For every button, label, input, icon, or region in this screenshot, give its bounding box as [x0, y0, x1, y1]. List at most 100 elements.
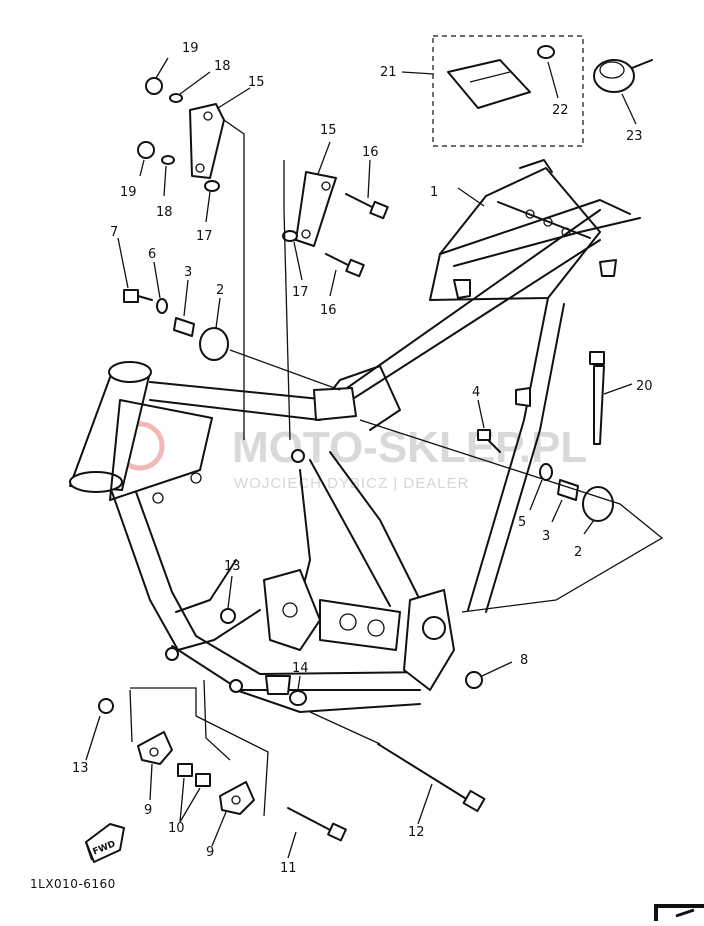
guide-line	[229, 349, 341, 391]
nut-13-lower	[98, 698, 114, 714]
top-tube-lower	[149, 399, 321, 421]
subframe-hole	[561, 227, 571, 237]
leader-9b	[211, 811, 227, 847]
subframe-tab	[519, 159, 553, 173]
callout-18a: 18	[214, 59, 231, 74]
callout-6: 6	[148, 247, 156, 262]
callout-2b: 2	[574, 545, 582, 560]
pivot-boss	[422, 616, 446, 640]
guide-line	[195, 715, 269, 817]
lower-cradle-right	[195, 635, 431, 675]
callout-19b: 19	[120, 185, 137, 200]
plate-9-right	[219, 781, 255, 815]
bushing-2-left	[199, 327, 229, 361]
bracket-hole	[301, 229, 311, 239]
bolt-7-shank	[137, 295, 153, 301]
bolt-12-head	[462, 789, 486, 813]
callout-13a: 13	[224, 559, 241, 574]
frame-boss	[165, 647, 179, 661]
frame-boss	[229, 679, 243, 693]
cable-tie-20-head	[589, 351, 605, 365]
bolt-12-shank	[377, 743, 469, 801]
washer-5	[539, 463, 553, 481]
cap-23	[593, 59, 635, 93]
engine-mount-hole	[282, 602, 298, 618]
rear-loop-inner	[453, 217, 641, 267]
leader-18a	[179, 71, 211, 95]
plug-22	[537, 45, 555, 59]
washer-18-upper	[169, 93, 183, 103]
callout-3b: 3	[542, 529, 550, 544]
callout-16b: 16	[320, 303, 337, 318]
leader-17b	[293, 241, 303, 281]
guide-line	[223, 119, 245, 440]
frame-tab	[599, 259, 617, 277]
cable-tie-20-strap	[593, 365, 605, 445]
washer-18-lower	[161, 155, 175, 165]
subframe-left	[429, 231, 601, 301]
upper-rail-right	[319, 239, 601, 421]
callout-9a: 9	[144, 803, 152, 818]
leader-13b	[85, 715, 101, 761]
callout-11: 11	[280, 861, 297, 876]
subframe-top	[485, 167, 601, 233]
frame-bracket	[313, 387, 357, 421]
steering-head-tube	[69, 371, 151, 491]
upper-rail-left	[329, 209, 601, 401]
leader-18b	[163, 165, 167, 197]
fwd-arrow-icon: FWD	[85, 823, 125, 863]
callout-23: 23	[626, 129, 643, 144]
callout-20: 20	[636, 379, 653, 394]
callout-5: 5	[518, 515, 526, 530]
washer-17-left	[204, 180, 220, 192]
callout-8: 8	[520, 653, 528, 668]
frame-boss	[291, 449, 305, 463]
bolt-4-head	[477, 429, 491, 441]
leader-20	[603, 383, 633, 395]
engine-mount-plate	[263, 569, 321, 651]
nut-13-upper	[220, 608, 236, 624]
washer-6	[156, 298, 168, 314]
watermark-sub: WOJCIECH DYBICZ | DEALER	[234, 475, 469, 492]
callout-17a: 17	[196, 229, 213, 244]
watermark-main: MOTO-SKLEP.PL	[232, 423, 587, 472]
callout-2a: 2	[216, 283, 224, 298]
washer-17-right	[282, 230, 298, 242]
callout-3a: 3	[184, 265, 192, 280]
steering-head-bottom	[69, 471, 123, 493]
kit-box-outline	[432, 35, 584, 147]
callout-10: 10	[168, 821, 185, 836]
cross-member-hole	[339, 613, 357, 631]
head-gusset	[109, 399, 213, 501]
gusset-hole	[190, 472, 202, 484]
leader-13a	[227, 575, 233, 609]
plate-hole	[149, 747, 159, 757]
main-frame	[69, 159, 641, 713]
callout-labels: 1 2 2 3 3 4 5 6 7 8 9 9 10 11 12 13 13 1…	[72, 41, 653, 876]
cross-member	[319, 599, 401, 651]
leader-5	[529, 479, 543, 511]
nut-19-lower	[137, 141, 155, 159]
bolt-16-upper	[345, 193, 375, 209]
callout-9b: 9	[206, 845, 214, 860]
plate-hole	[231, 795, 241, 805]
bolt-10-b	[195, 773, 211, 787]
steering-head-top	[108, 361, 152, 383]
callout-15b: 15	[320, 123, 337, 138]
bolt-16-lower-head	[345, 258, 365, 278]
callout-16a: 16	[362, 145, 379, 160]
leader-8	[481, 661, 513, 677]
subframe-hole	[525, 209, 535, 219]
callout-12: 12	[408, 825, 425, 840]
leader-10	[179, 777, 201, 823]
callout-1: 1	[430, 185, 438, 200]
leader-1	[457, 187, 485, 207]
leader-lines	[85, 57, 637, 859]
gusset-hole	[152, 492, 164, 504]
callout-7: 7	[110, 225, 118, 240]
bracket-15-left	[189, 103, 225, 179]
nut-8	[465, 671, 483, 689]
leader-2a	[215, 297, 221, 329]
callout-19a: 19	[182, 41, 199, 56]
